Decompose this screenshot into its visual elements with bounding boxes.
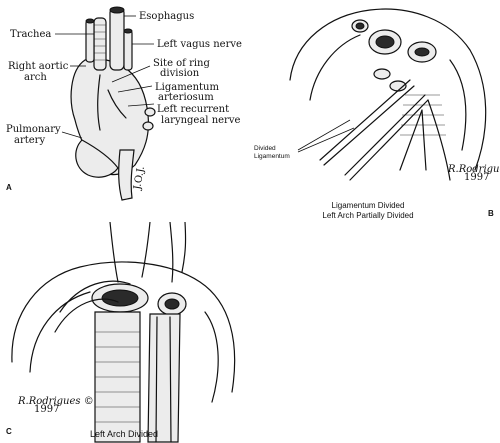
clamp-instrument bbox=[319, 79, 411, 161]
panel-letter-b: B bbox=[488, 209, 494, 218]
panel-a-illustration: Trachea Esophagus Left vagus nerve Right… bbox=[6, 6, 242, 201]
label-ligamentum-1: Ligamentum bbox=[155, 82, 220, 93]
label-right-aortic-arch-2: arch bbox=[24, 72, 47, 83]
descending-aorta bbox=[118, 149, 135, 201]
caption-b-2: Left Arch Partially Divided bbox=[322, 211, 413, 220]
label-pulmonary-2: artery bbox=[14, 135, 45, 146]
label-divided-2: Ligamentum bbox=[254, 153, 290, 160]
label-divided-1: Divided bbox=[254, 145, 276, 152]
label-site-of-ring-2: division bbox=[160, 68, 200, 79]
panel-c-illustration: R.Rodrigues © 1997 Left Arch Divided C bbox=[6, 222, 236, 443]
signature-year-b: 1997 bbox=[464, 172, 489, 183]
vessel-left bbox=[123, 29, 133, 71]
panel-b-illustration: Divided Ligamentum R.Rodrigues © 1997 Li… bbox=[254, 8, 500, 220]
label-right-aortic-arch-1: Right aortic bbox=[8, 61, 69, 72]
signature-b: R.Rodrigues © bbox=[447, 164, 500, 175]
panel-letter-c: C bbox=[6, 427, 12, 436]
label-recurrent-1: Left recurrent bbox=[157, 104, 229, 115]
trachea-tube bbox=[93, 17, 107, 71]
label-trachea: Trachea bbox=[10, 29, 51, 40]
panel-a: Trachea Esophagus Left vagus nerve Right… bbox=[0, 0, 250, 222]
label-recurrent-2: laryngeal nerve bbox=[161, 115, 240, 126]
lung-outline-c bbox=[11, 261, 236, 393]
panel-c: R.Rodrigues © 1997 Left Arch Divided C bbox=[0, 222, 250, 443]
vessel-right bbox=[85, 19, 95, 63]
caption-b-1: Ligamentum Divided bbox=[332, 201, 405, 210]
panel-letter-a: A bbox=[6, 183, 12, 192]
signature-c: R.Rodrigues © bbox=[17, 396, 94, 407]
signature-year-c: 1997 bbox=[34, 404, 59, 415]
descending-aorta-c bbox=[147, 313, 181, 443]
label-pulmonary-1: Pulmonary bbox=[6, 124, 61, 135]
label-esophagus: Esophagus bbox=[139, 11, 194, 22]
label-site-of-ring-1: Site of ring bbox=[153, 58, 210, 69]
label-ligamentum-2: arteriosum bbox=[158, 92, 214, 103]
caption-c: Left Arch Divided bbox=[90, 429, 158, 439]
signature-a: J.O.J. bbox=[132, 165, 147, 191]
esophagus-tube bbox=[109, 7, 125, 71]
lung-outline-b bbox=[289, 8, 487, 171]
label-left-vagus-nerve: Left vagus nerve bbox=[157, 39, 242, 50]
pulmonary-artery-shape bbox=[75, 139, 119, 178]
panel-b: Divided Ligamentum R.Rodrigues © 1997 Li… bbox=[250, 0, 500, 226]
